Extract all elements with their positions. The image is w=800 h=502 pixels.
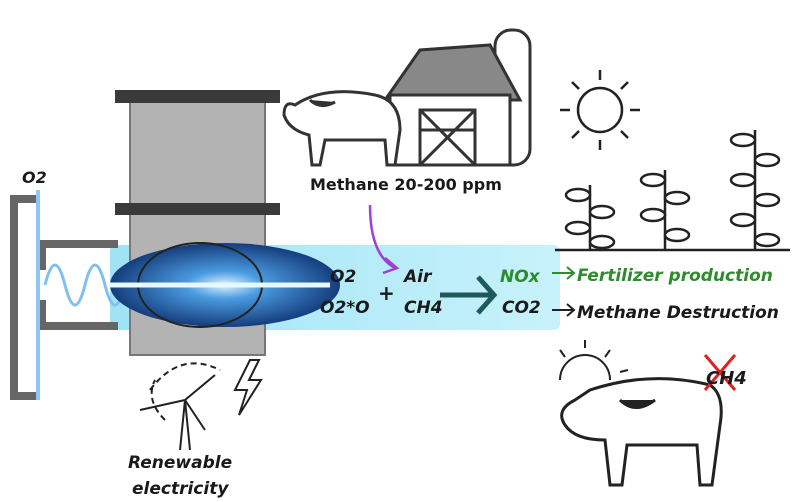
plus-sign: + bbox=[378, 281, 395, 305]
fertilizer-production-label: Fertilizer production bbox=[577, 266, 773, 286]
sun-icon bbox=[560, 70, 640, 150]
farm-barn-icon bbox=[382, 28, 532, 167]
crop-plants-icon bbox=[555, 130, 790, 252]
nox-label: NOx bbox=[500, 267, 541, 287]
wind-turbine-icon bbox=[139, 362, 221, 451]
electrode-top bbox=[115, 90, 280, 103]
lightning-icon bbox=[233, 359, 263, 416]
methane-crossed-icon bbox=[703, 354, 737, 391]
reaction-arrow bbox=[440, 275, 498, 315]
reactant-o2-excited: O2*O bbox=[320, 298, 370, 318]
product-arrows bbox=[552, 266, 576, 317]
cow-icon-top bbox=[282, 90, 402, 167]
methane-source-label: Methane 20-200 ppm bbox=[310, 175, 502, 194]
o2-inlet-label: O2 bbox=[22, 168, 47, 187]
co2-label: CO2 bbox=[502, 298, 541, 318]
renewable-label: Renewable bbox=[128, 453, 232, 473]
methane-destruction-label: Methane Destruction bbox=[577, 303, 779, 323]
ch4-label: CH4 bbox=[404, 298, 443, 318]
air-label: Air bbox=[402, 267, 433, 287]
coil-icon bbox=[43, 263, 127, 307]
electrode-middle bbox=[115, 203, 280, 215]
gas-inlet-tube bbox=[10, 195, 118, 400]
methane-flow-arrow bbox=[368, 204, 396, 270]
electricity-label: electricity bbox=[132, 479, 229, 499]
reactant-o2: O2 bbox=[330, 267, 356, 287]
ch4-crossed-label: CH4 bbox=[706, 368, 747, 389]
sun-icon-small bbox=[559, 340, 629, 381]
cow-icon-bottom bbox=[560, 377, 723, 487]
